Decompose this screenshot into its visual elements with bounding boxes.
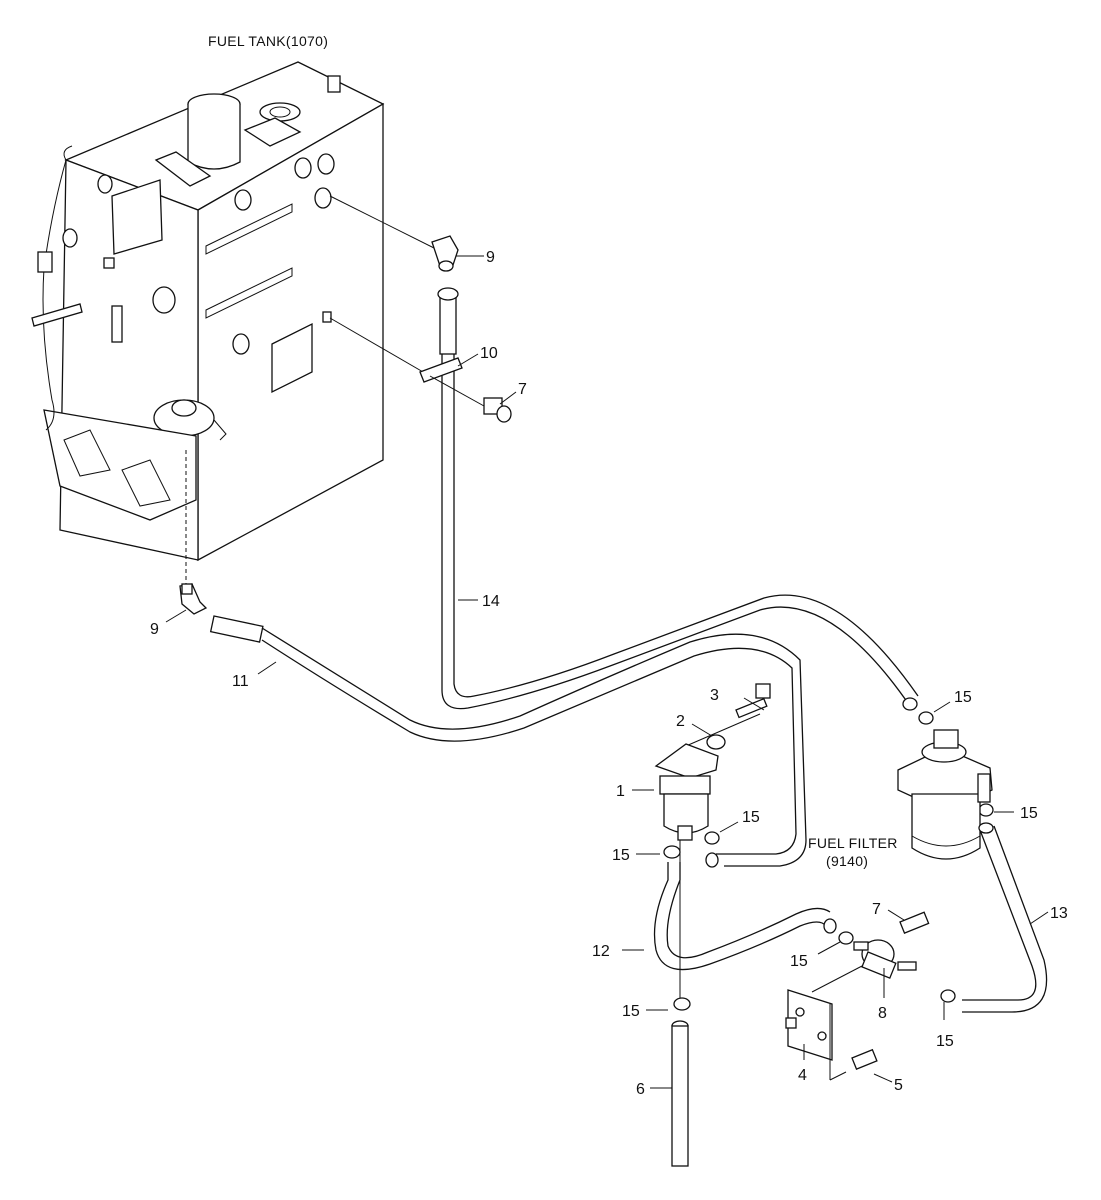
- water-separator-1: [654, 683, 771, 841]
- caption-fuel-filter: FUEL FILTER: [808, 835, 898, 851]
- callout-8: 8: [878, 1005, 887, 1022]
- fuel-tank: [31, 61, 385, 584]
- bracket-4: [785, 965, 863, 1081]
- callout-7-lower: 7: [872, 901, 881, 918]
- callout-6: 6: [636, 1081, 645, 1098]
- hose-14: [437, 287, 919, 711]
- fuel-filter: [897, 729, 993, 860]
- callout-10: 10: [480, 345, 498, 362]
- callout-1: 1: [616, 783, 625, 800]
- leader-lines: [165, 255, 1049, 1089]
- pipe-6: [671, 840, 689, 1167]
- bolt-7-lower: [899, 911, 930, 934]
- caption-fuel-filter-number: (9140): [826, 853, 868, 869]
- callout-15-b: 15: [742, 809, 760, 826]
- elbow-fitting-upper: [329, 195, 459, 272]
- callout-7-upper: 7: [518, 381, 527, 398]
- callout-15-f: 15: [622, 1003, 640, 1020]
- callout-11: 11: [232, 673, 249, 690]
- callout-15-a: 15: [954, 689, 972, 706]
- callout-13: 13: [1050, 905, 1068, 922]
- clamps-15: [663, 711, 994, 1011]
- bolt-5: [851, 1048, 878, 1070]
- callout-15-e: 15: [790, 953, 808, 970]
- hose-13: [962, 822, 1048, 1013]
- caption-fuel-tank: FUEL TANK(1070): [208, 33, 328, 49]
- bolt-7-upper: [429, 375, 512, 423]
- callout-14: 14: [482, 593, 500, 610]
- callout-4: 4: [798, 1067, 807, 1084]
- hose-11: [209, 615, 807, 868]
- callout-15-g: 15: [936, 1033, 954, 1050]
- callout-3: 3: [710, 687, 719, 704]
- callout-12: 12: [592, 943, 610, 960]
- hose-12: [653, 862, 837, 971]
- callout-5: 5: [894, 1077, 903, 1094]
- callout-9-lower: 9: [150, 621, 159, 638]
- callout-15-d: 15: [1020, 805, 1038, 822]
- callout-9-upper: 9: [486, 249, 495, 266]
- fuel-pump-8: [853, 939, 917, 979]
- callout-15-c: 15: [612, 847, 630, 864]
- elbow-fitting-lower: [179, 583, 208, 615]
- callout-2: 2: [676, 713, 685, 730]
